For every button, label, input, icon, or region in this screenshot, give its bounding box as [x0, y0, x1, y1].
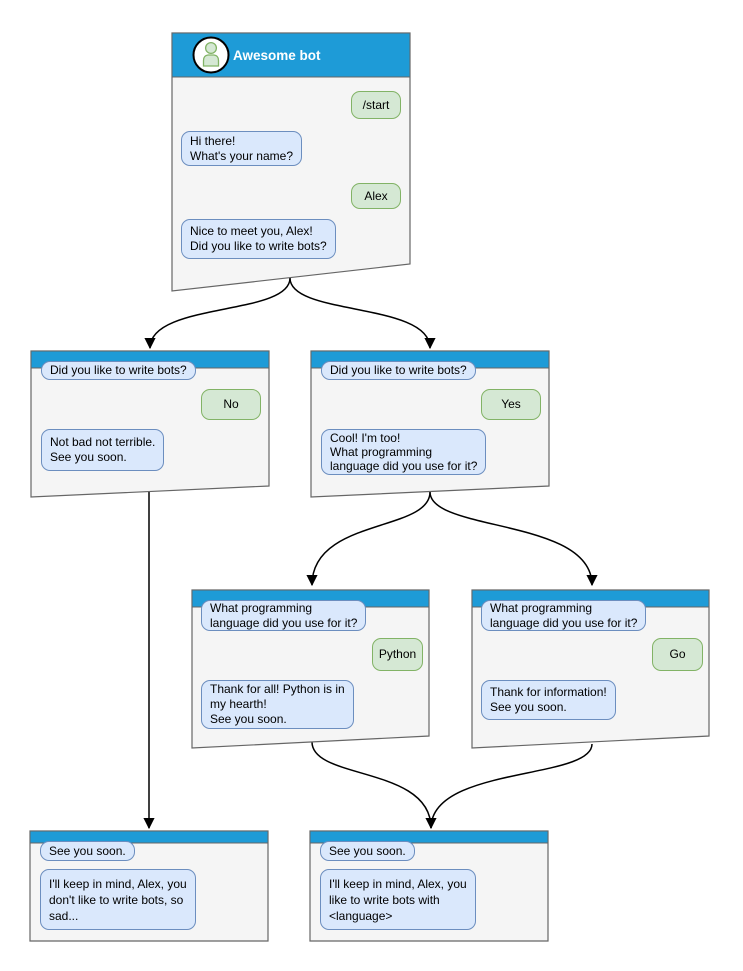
- bot-message-bubble: See you soon.: [320, 841, 415, 861]
- bot-message-bubble: Hi there! What's your name?: [181, 131, 303, 166]
- bot-message-bubble: Not bad not terrible. See you soon.: [41, 429, 165, 471]
- person-body-icon: [202, 54, 220, 67]
- user-message-bubble: Python: [372, 638, 423, 671]
- user-message-bubble: /start: [351, 91, 401, 119]
- bot-message-bubble: Did you like to write bots?: [41, 361, 196, 380]
- user-message-bubble: Yes: [481, 389, 541, 420]
- bot-message-bubble: Cool! I'm too! What programming language…: [321, 429, 487, 475]
- bot-message-bubble: What programming language did you use fo…: [481, 600, 647, 631]
- bot-message-bubble: I'll keep in mind, Alex, you don't like …: [40, 869, 196, 930]
- edge-root-to-yes: [289, 277, 436, 350]
- header-bar-end-dont-like: [29, 830, 269, 844]
- edge-go-to-end: [430, 743, 593, 829]
- header-bar-end-like: [309, 830, 549, 844]
- edge-root-to-no: [144, 277, 291, 350]
- bot-avatar: [192, 36, 230, 74]
- user-message-bubble: No: [201, 389, 261, 420]
- bot-message-bubble: Nice to meet you, Alex! Did you like to …: [181, 219, 336, 259]
- user-message-bubble: Alex: [351, 183, 401, 209]
- edge-yes-to-go: [429, 491, 598, 587]
- edge-python-to-end: [311, 741, 437, 830]
- person-icon: [204, 41, 218, 55]
- bot-message-bubble: Thank for all! Python is in my hearth! S…: [201, 680, 354, 729]
- bot-message-bubble: What programming language did you use fo…: [201, 600, 367, 631]
- bot-message-bubble: See you soon.: [40, 841, 135, 861]
- bot-message-bubble: Thank for information! See you soon.: [481, 680, 616, 720]
- edge-yes-to-python: [306, 491, 431, 587]
- bot-message-bubble: I'll keep in mind, Alex, you like to wri…: [320, 869, 476, 930]
- window-title-root: Awesome bot: [233, 47, 321, 63]
- bot-message-bubble: Did you like to write bots?: [321, 361, 476, 380]
- user-message-bubble: Go: [652, 638, 703, 671]
